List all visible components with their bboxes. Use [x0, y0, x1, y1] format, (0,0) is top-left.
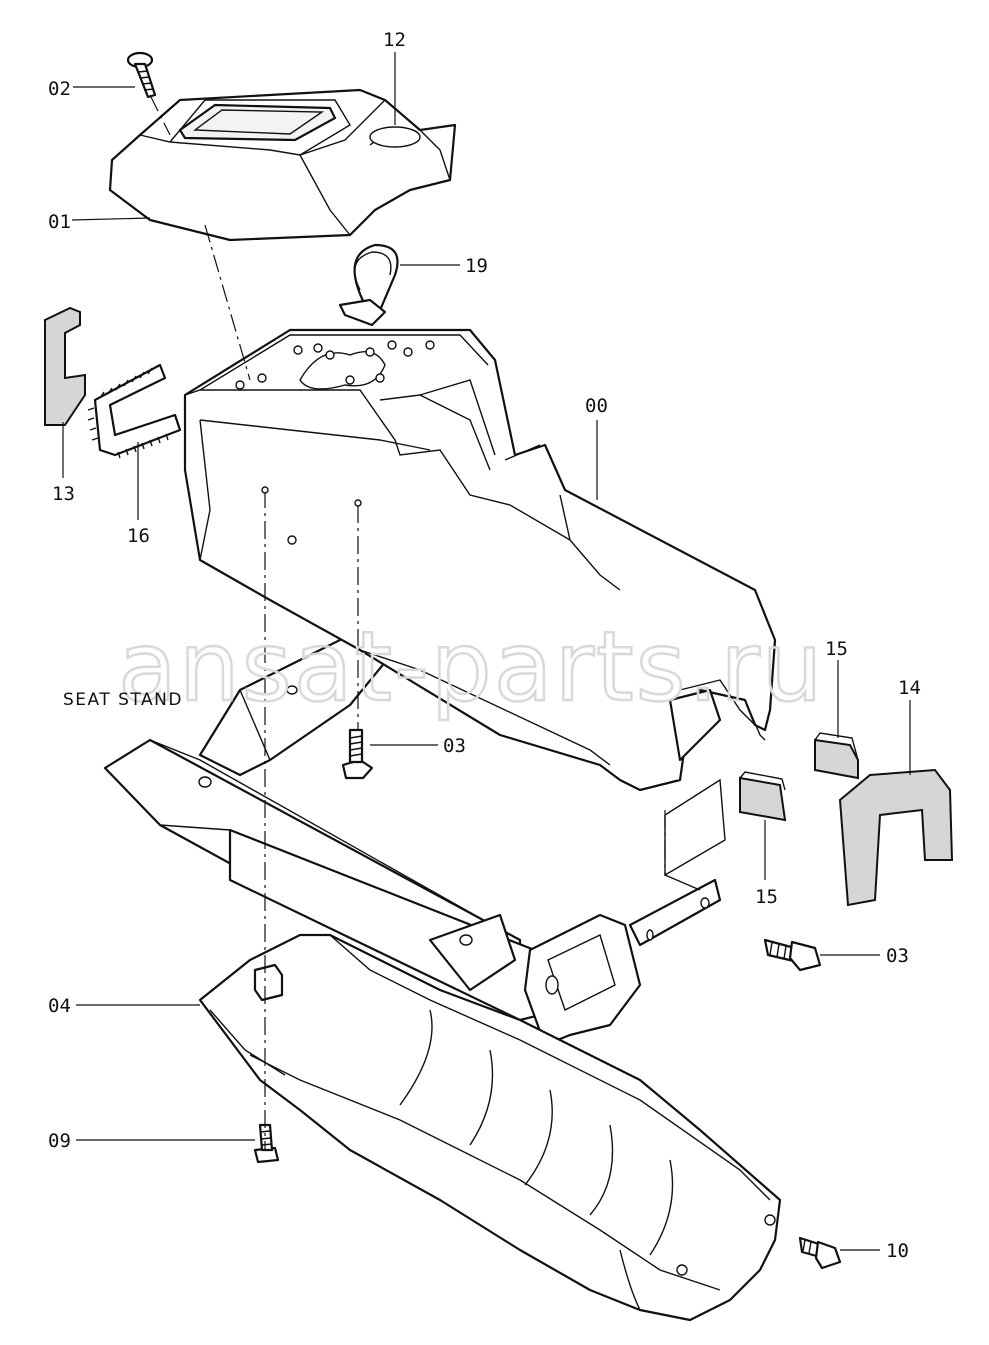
under-cover-04 [198, 933, 782, 1322]
callout-15-lower: 15 [755, 886, 778, 908]
callout-02: 02 [48, 78, 71, 100]
callout-10: 10 [886, 1240, 909, 1262]
callout-03-upper: 03 [443, 735, 466, 757]
foam-block-15b [739, 771, 787, 822]
assembly-lines [149, 94, 666, 1150]
callout-13: 13 [52, 483, 75, 505]
seat-stand-caption: SEAT STAND [63, 690, 183, 710]
callout-15-upper: 15 [825, 638, 848, 660]
foam-pad-14 [838, 768, 954, 907]
console-body-00 [183, 328, 777, 792]
bolt-10 [798, 1236, 842, 1270]
callout-14: 14 [898, 677, 921, 699]
callout-16: 16 [127, 525, 150, 547]
cable-tie-19 [338, 243, 399, 327]
foam-block-15a [814, 732, 859, 780]
callout-00: 00 [585, 395, 608, 417]
callout-12: 12 [383, 29, 406, 51]
seal-16 [87, 363, 182, 459]
callout-03-lower: 03 [886, 945, 909, 967]
screw-02 [126, 51, 157, 99]
foam-pad-13 [44, 306, 86, 426]
callout-19: 19 [465, 255, 488, 277]
seat-stand-frame [103, 633, 726, 1047]
callout-09: 09 [48, 1130, 71, 1152]
bolt-03-lower [763, 938, 822, 972]
bolt-03-upper [341, 728, 374, 780]
callout-01: 01 [48, 211, 71, 233]
leader-lines [62, 52, 911, 1251]
callout-04: 04 [48, 995, 71, 1017]
top-cover-01 [108, 88, 457, 242]
watermark-text: ansat-parts.ru [118, 611, 825, 723]
bolt-09 [253, 1123, 280, 1164]
